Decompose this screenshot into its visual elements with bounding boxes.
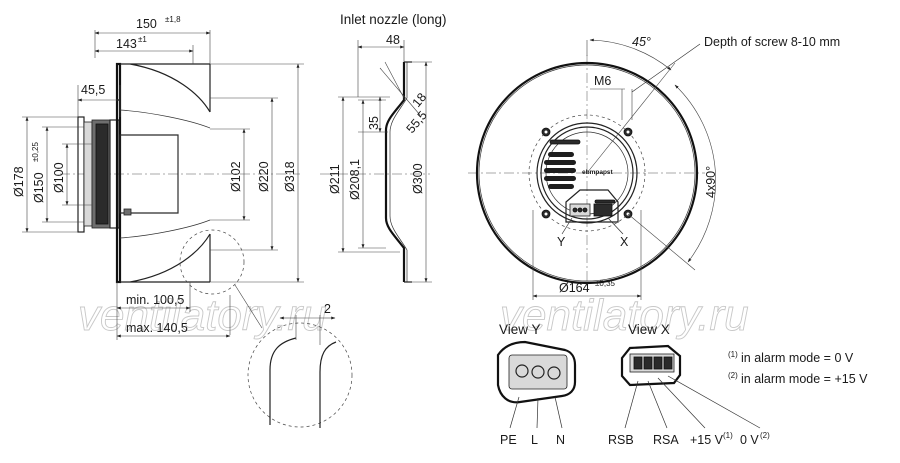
dia-150-tol: ±0,25 <box>31 141 40 162</box>
dia-100: Ø100 <box>52 162 66 193</box>
view-y-housing <box>496 340 577 404</box>
thread-m6: M6 <box>594 74 611 88</box>
pin-label-pe: PE <box>500 433 517 447</box>
watermark-left: ventilatory.ru <box>78 291 327 340</box>
motor-ribs <box>544 152 576 189</box>
connector-housing <box>565 189 619 223</box>
hole-pattern-label: 4x90° <box>704 166 718 198</box>
pin-label-l: L <box>531 433 538 447</box>
view-y-title: View Y <box>499 322 541 337</box>
dim-143-tol: ±1 <box>138 35 147 44</box>
pin-n <box>547 366 561 380</box>
dia-150: Ø150 <box>32 172 46 203</box>
note2-text: in alarm mode = +15 V <box>741 372 868 386</box>
dim-45-5: 45,5 <box>81 83 105 97</box>
detail-circle-large <box>247 322 353 428</box>
dia-178: Ø178 <box>12 166 26 197</box>
front-view: ebmpapst Y X Ø164 ±0,35 45° 4x90° Depth … <box>468 35 840 300</box>
bolt <box>123 208 132 216</box>
pin-label-0v-note: (2) <box>760 431 770 440</box>
dia-102: Ø102 <box>229 161 243 192</box>
dim-min: min. 100,5 <box>126 293 184 307</box>
pin-pe <box>515 364 529 378</box>
pin-label-rsb: RSB <box>608 433 634 447</box>
watermark-right: ventilatory.ru <box>500 291 749 340</box>
view-y-plug <box>508 354 568 390</box>
pin-label-n: N <box>556 433 565 447</box>
connector-x <box>593 203 613 217</box>
pin-label-0v: 0 V <box>740 433 759 447</box>
dim-35: 35 <box>367 116 381 130</box>
dia-318: Ø318 <box>283 161 297 192</box>
view-y: View Y PE L N <box>496 322 577 447</box>
dim-143: 143 <box>116 37 137 51</box>
motor-mount-plate <box>83 121 93 227</box>
motor-rotor <box>95 123 109 225</box>
dia-164-tol: ±0,35 <box>595 279 616 288</box>
screw-holes <box>541 127 633 219</box>
pin-label-15v-note: (1) <box>723 431 733 440</box>
housing-outer <box>475 61 699 285</box>
note1-text: in alarm mode = 0 V <box>741 351 854 365</box>
label-x: X <box>620 235 629 249</box>
dim-max: max. 140,5 <box>126 321 188 335</box>
label-y: Y <box>557 235 566 249</box>
note2-mark: (2) <box>728 371 738 380</box>
note1-mark: (1) <box>728 350 738 359</box>
pin-l <box>531 365 545 379</box>
view-x-housing <box>620 344 682 387</box>
notes: (1) in alarm mode = 0 V (2) in alarm mod… <box>728 350 868 386</box>
dim-48: 48 <box>386 33 400 47</box>
brand-logo: ebmpapst <box>582 169 614 176</box>
nozzle-view: Inlet nozzle (long) 48 18 55,5 35 Ø211 Ø… <box>320 12 447 283</box>
dia-211: Ø211 <box>328 164 342 194</box>
dia-300: Ø300 <box>411 163 425 194</box>
motor-disc-inner <box>540 126 634 220</box>
dim-2: 2 <box>324 302 331 316</box>
motor-disc <box>536 122 638 224</box>
detail-nozzle-profile <box>269 337 297 425</box>
angle-45: 45° <box>632 35 651 49</box>
nozzle-title: Inlet nozzle (long) <box>340 12 447 27</box>
dim-18: 18 <box>410 90 430 110</box>
dia-220: Ø220 <box>257 161 271 192</box>
nozzle-profile <box>384 62 406 282</box>
detail-circle-small <box>179 229 245 295</box>
impeller-shroud-top <box>120 63 211 113</box>
housing-inner <box>478 64 696 282</box>
impeller-shroud-bottom <box>120 233 211 283</box>
pin-label-rsa: RSA <box>653 433 679 447</box>
dim-150-tol: ±1,8 <box>165 15 181 24</box>
pin-label-15v: +15 V <box>690 433 724 447</box>
dim-150: 150 <box>136 17 157 31</box>
motor-flange <box>77 116 85 233</box>
angle-45-arc <box>589 38 672 71</box>
view-x-title: View X <box>628 322 670 337</box>
pitch-circle <box>528 114 646 232</box>
screw-depth-label: Depth of screw 8-10 mm <box>704 35 840 49</box>
dia-164: Ø164 <box>559 281 590 295</box>
side-view: 150 ±1,8 143 ±1 45,5 Ø178 Ø150 ±0,25 Ø10… <box>12 15 353 428</box>
detail-impeller-profile <box>319 341 337 428</box>
view-x: View X RSB RSA +15 V (1) 0 V (2) <box>608 322 770 447</box>
dia-208-1: Ø208,1 <box>348 159 362 200</box>
hole-pattern-arc <box>674 84 716 263</box>
